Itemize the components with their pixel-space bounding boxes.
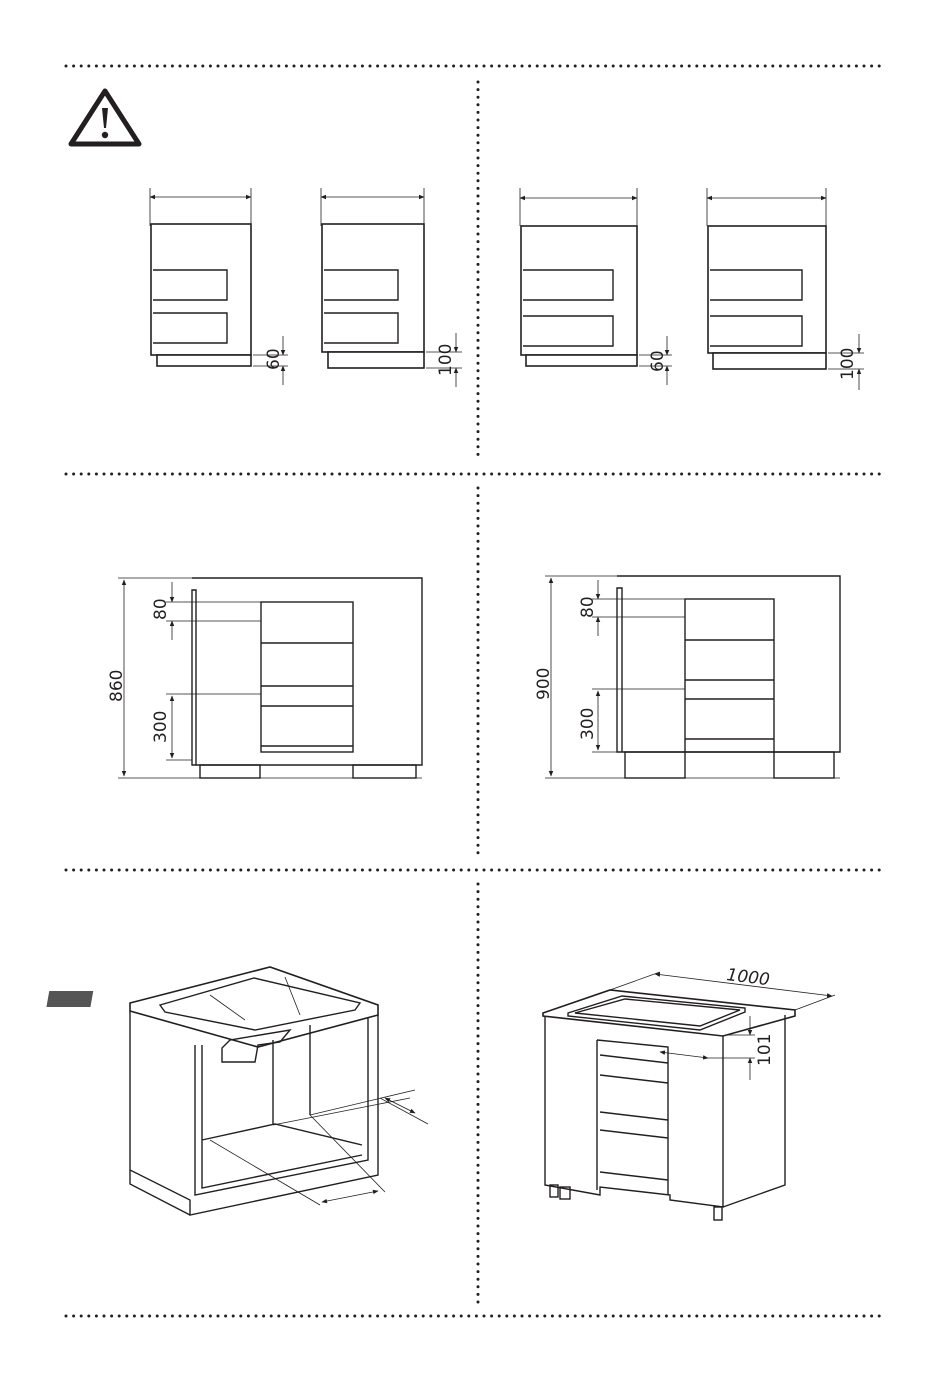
cabinet-with-hob-perspective: [46, 966, 429, 1216]
cabinet-3: 60: [519, 188, 672, 385]
lower-gap-label: 300: [151, 711, 171, 743]
cabinet-section-860: 860 80 300: [107, 577, 423, 779]
height-label: 860: [107, 670, 127, 702]
plinth-height-label: 100: [838, 348, 858, 380]
warning-triangle-icon: [68, 88, 142, 147]
cabinet-2: 100: [320, 188, 462, 387]
depth-label: 101: [755, 1034, 775, 1066]
corner-cabinet-perspective: 1000 101: [542, 965, 836, 1221]
width-label: 1000: [725, 965, 770, 990]
dotted-separators: [64, 64, 887, 1318]
plinth-height-label: 60: [264, 348, 284, 370]
lower-gap-label: 300: [578, 708, 598, 740]
cabinet-4: 100: [706, 188, 864, 390]
downdraft-vent-grille: [46, 991, 94, 1007]
cabinet-1: 60: [149, 188, 288, 385]
cabinet-section-900: 900 80 300: [534, 575, 841, 779]
height-label: 900: [534, 668, 554, 700]
plinth-height-label: 100: [436, 344, 456, 376]
extractor-motor: [221, 1028, 292, 1063]
top-gap-label: 80: [151, 598, 171, 620]
top-gap-label: 80: [578, 596, 598, 618]
plinth-height-label: 60: [648, 350, 668, 372]
